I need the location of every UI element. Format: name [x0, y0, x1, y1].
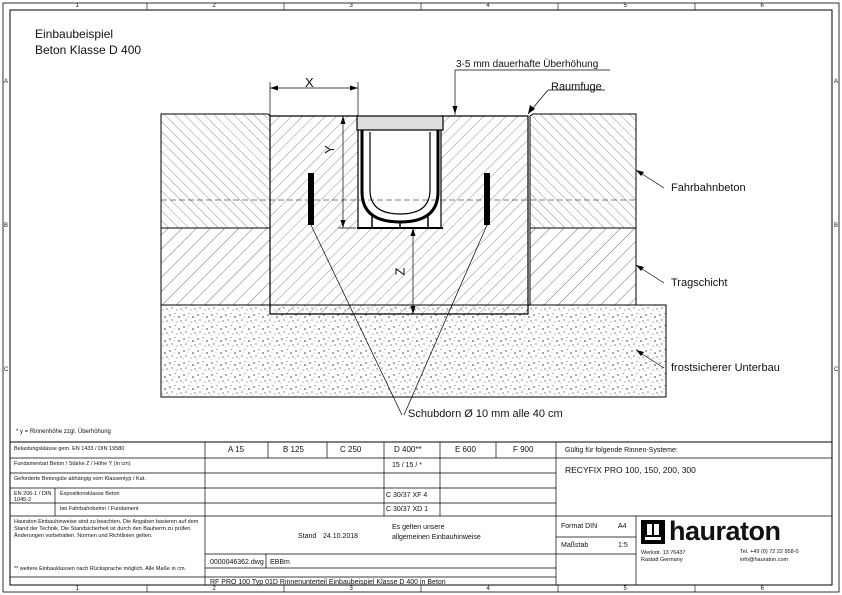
foundation-label: Fundamentart Beton / Stärke Z / Höhe Y (… [14, 461, 131, 467]
load-class-a15: A 15 [228, 445, 245, 454]
exposure-label: Expositionsklasse Beton [60, 491, 120, 497]
stand-label: Stand [298, 533, 317, 540]
scale-value: 1:5 [618, 542, 628, 549]
drawing-description: RF PRO 100 Typ 01D Rinnenunterteil Einba… [210, 579, 446, 586]
footnote: * y = Rinnenhöhe zzgl. Überhöhung [16, 429, 111, 435]
base-layer [160, 227, 271, 306]
frame-column-label: 2 [212, 586, 216, 592]
format-value: A4 [618, 523, 627, 530]
load-class-b125: B 125 [283, 445, 304, 454]
load-class-f900: F 900 [513, 445, 534, 454]
standard-code: EN 206-1 / DIN 1045-2 [14, 491, 52, 503]
drawn-by: EBBm [270, 559, 290, 566]
frame-row-label: C [834, 367, 839, 373]
dimension-y: Y [321, 145, 337, 154]
installation-notes: Hauraton Einbauhinweise sind zu beachten… [14, 519, 199, 539]
dowel-right [484, 173, 490, 225]
frame-row-label: A [834, 79, 839, 85]
general-notes-line-1: Es gelten unsere [392, 524, 445, 531]
road-concrete-left [160, 113, 271, 229]
company-phone: Tel. +49 (0) 72 22 958-0 [740, 549, 799, 555]
label-joint: Raumfuge [551, 81, 602, 93]
title-block [9, 441, 833, 586]
load-class-d400: D 400** [394, 445, 422, 454]
valid-systems-label: Gültig für folgende Rinnen-Systeme: [565, 447, 678, 454]
foundation-value: 15 / 15 / * [392, 462, 422, 469]
stand-value: 24.10.2018 [323, 533, 359, 540]
brand-wordmark: hauraton [669, 516, 781, 546]
frame-column-label: 5 [623, 586, 627, 592]
frame-row-label: B [4, 223, 9, 229]
frost-base-layer [160, 304, 667, 398]
dowel-left [308, 173, 314, 225]
frame-column-label: 4 [486, 586, 490, 592]
label-road-concrete: Fahrbahnbeton [671, 182, 746, 194]
title-line-1: Einbaubeispiel [35, 27, 114, 41]
title-line-2: Beton Klasse D 400 [35, 43, 142, 57]
company-address: Werkstr. 13 76437 Rastatt Germany [641, 550, 686, 564]
frame-column-label: 1 [75, 586, 79, 592]
frame-column-label: 4 [486, 3, 490, 9]
base-layer [529, 227, 637, 306]
frame-column-label: 5 [623, 3, 627, 9]
load-class-c250: C 250 [340, 445, 362, 454]
frame-column-label: 1 [75, 3, 79, 9]
dimension-x: X [305, 75, 314, 90]
frame-column-label: 2 [212, 3, 216, 9]
abbreviation-note: ** weitere Einbauklassen nach Rücksprach… [14, 566, 187, 572]
frame-column-label: 3 [349, 586, 353, 592]
format-label: Format DIN [561, 523, 598, 530]
frame-column-label: 6 [760, 3, 764, 9]
label-overhang: 3-5 mm dauerhafte Überhöhung [456, 59, 599, 70]
hauraton-logo-mark [641, 520, 665, 544]
channel-body [360, 130, 440, 224]
load-class-label: Belastungsklasse gem. EN 1433 / DIN 1958… [14, 446, 125, 452]
dimension-z: Z [392, 267, 408, 276]
concrete-grade-label: Geforderte Betongüte abhängig vom Klasse… [14, 476, 146, 482]
load-class-e600: E 600 [455, 445, 476, 454]
frame-column-label: 3 [349, 3, 353, 9]
frame-row-label: A [4, 79, 9, 85]
frame-column-label: 6 [760, 586, 764, 592]
scale-label: Maßstab [561, 542, 589, 549]
exposure-value: C 30/37 XF 4 [386, 492, 428, 499]
frame-row-label: C [4, 367, 9, 373]
label-dowel: Schubdorn Ø 10 mm alle 40 cm [408, 408, 563, 420]
exposure-foundation-value: C 30/37 XD 1 [386, 506, 429, 513]
road-concrete-right [529, 113, 637, 229]
company-email: info@hauraton.com [740, 557, 789, 563]
file-name: 0000046362.dwg [210, 559, 264, 566]
label-base-layer: Tragschicht [671, 277, 728, 289]
label-frost-base: frostsicherer Unterbau [671, 362, 780, 374]
frame-row-label: B [834, 223, 839, 229]
general-notes-line-2: allgemeinen Einbauhinweise [392, 534, 481, 541]
exposure-foundation-label: bei Fahrbahnbeton / Fundament [60, 506, 139, 512]
frame-grid-ticks [146, 3, 696, 592]
channel-grate [356, 115, 444, 131]
valid-systems-value: RECYFIX PRO 100, 150, 200, 300 [565, 465, 696, 475]
